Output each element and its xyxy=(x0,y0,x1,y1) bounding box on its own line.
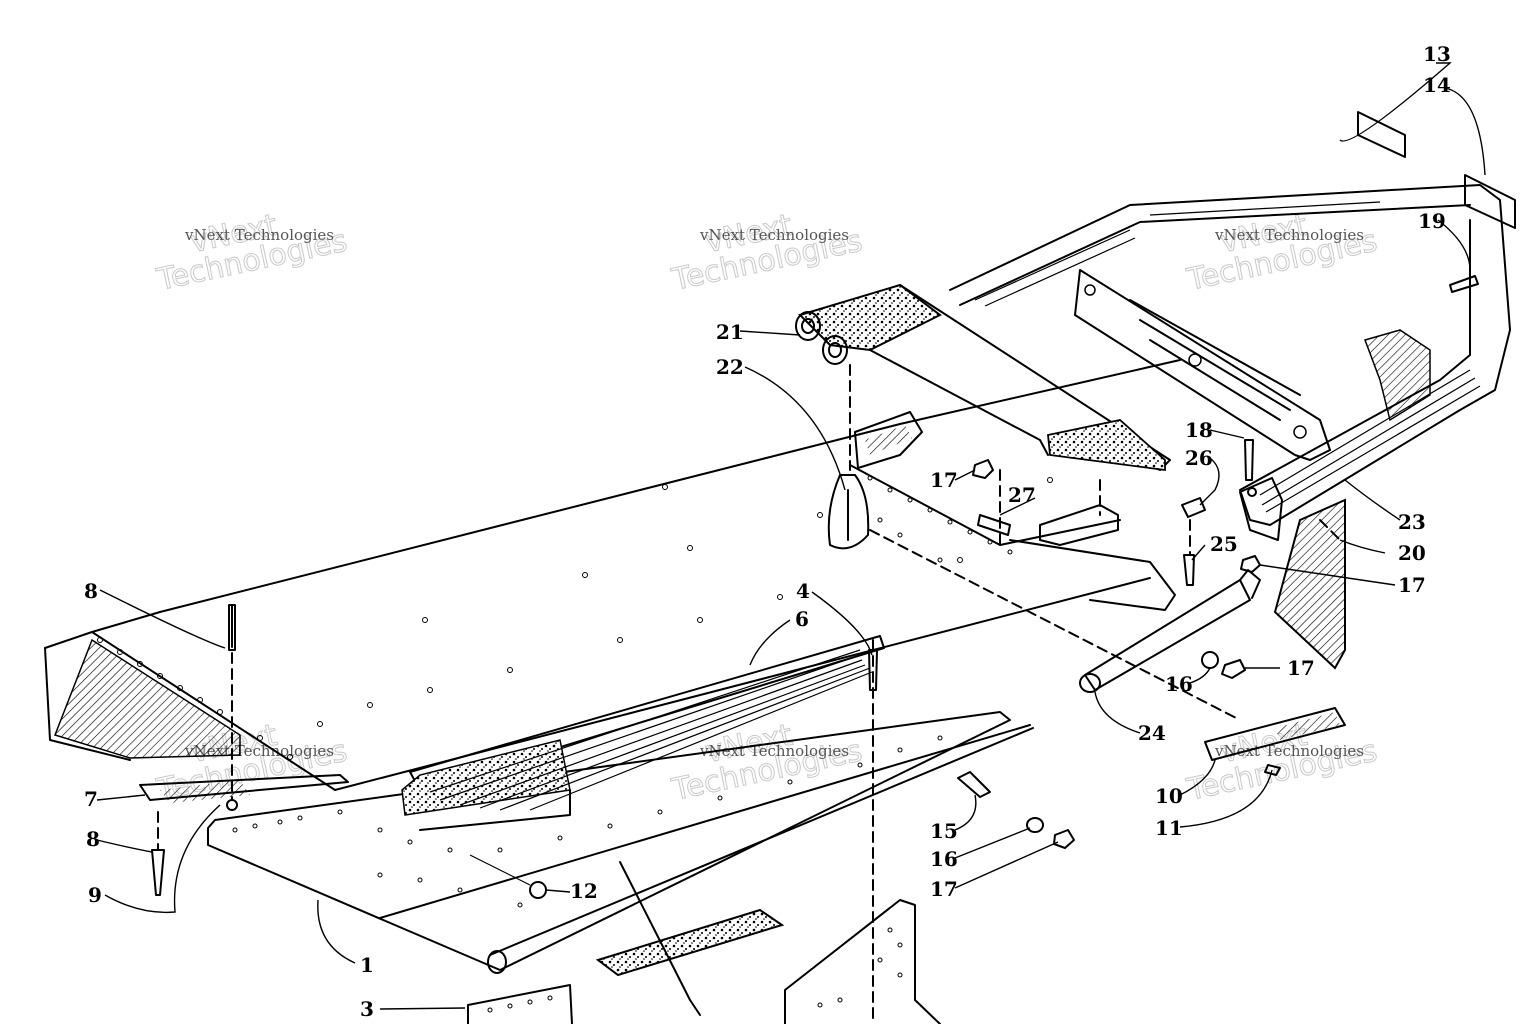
leader-lines xyxy=(96,62,1486,1010)
rear-rack xyxy=(949,184,1511,670)
callout-10: 10 xyxy=(1155,784,1183,808)
watermark-caption: vNext Technologies xyxy=(699,742,849,760)
side-brace xyxy=(139,604,349,896)
callout-17: 17 xyxy=(1398,573,1426,597)
tunnel-assembly xyxy=(44,359,1181,791)
callout-17: 17 xyxy=(930,877,958,901)
traction-pad xyxy=(595,861,785,1016)
callout-19: 19 xyxy=(1418,209,1446,233)
callout-17: 17 xyxy=(1287,656,1315,680)
callout-16: 16 xyxy=(930,847,958,871)
callout-23: 23 xyxy=(1398,510,1426,534)
callout-labels: 1 3 4 6 7 8 8 9 10 11 12 13 14 15 16 16 … xyxy=(84,42,1451,1021)
watermark: vNext Technologies xyxy=(153,207,351,298)
rear-bar xyxy=(869,469,1261,721)
callout-18: 18 xyxy=(1185,418,1213,442)
hardware xyxy=(469,111,1516,1024)
rivet-holes xyxy=(232,735,943,908)
running-board xyxy=(207,711,1034,974)
callout-12: 12 xyxy=(570,879,598,903)
callout-8: 8 xyxy=(86,827,100,851)
callout-4: 4 xyxy=(796,579,810,603)
callout-1: 1 xyxy=(360,953,374,977)
callout-21: 21 xyxy=(716,320,744,344)
callout-15: 15 xyxy=(930,819,958,843)
callout-16: 16 xyxy=(1165,672,1193,696)
callout-26: 26 xyxy=(1185,446,1213,470)
callout-11: 11 xyxy=(1155,816,1183,840)
watermark-caption: vNext Technologies xyxy=(1214,226,1364,244)
callout-27: 27 xyxy=(1008,483,1036,507)
callout-22: 22 xyxy=(716,355,744,379)
callout-14: 14 xyxy=(1423,73,1451,97)
watermark: vNext Technologies xyxy=(668,207,866,298)
watermark-caption: vNext Technologies xyxy=(184,226,334,244)
callout-8: 8 xyxy=(84,579,98,603)
bottom-bracket xyxy=(467,899,941,1024)
callout-25: 25 xyxy=(1210,532,1238,556)
watermark: vNext Technologies xyxy=(1183,207,1381,298)
callout-24: 24 xyxy=(1138,721,1166,745)
callout-13: 13 xyxy=(1423,42,1451,66)
callout-9: 9 xyxy=(88,883,102,907)
callout-3: 3 xyxy=(360,997,374,1021)
rivet-holes xyxy=(97,477,1053,760)
watermark-caption: vNext Technologies xyxy=(1214,742,1364,760)
rivet-holes xyxy=(867,475,1013,563)
callout-17: 17 xyxy=(930,468,958,492)
callout-20: 20 xyxy=(1398,541,1426,565)
watermark-caption: vNext Technologies xyxy=(699,226,849,244)
callout-7: 7 xyxy=(84,787,98,811)
callout-6: 6 xyxy=(795,607,809,631)
footrest-strip xyxy=(401,635,885,831)
cross-tube xyxy=(795,283,1171,472)
